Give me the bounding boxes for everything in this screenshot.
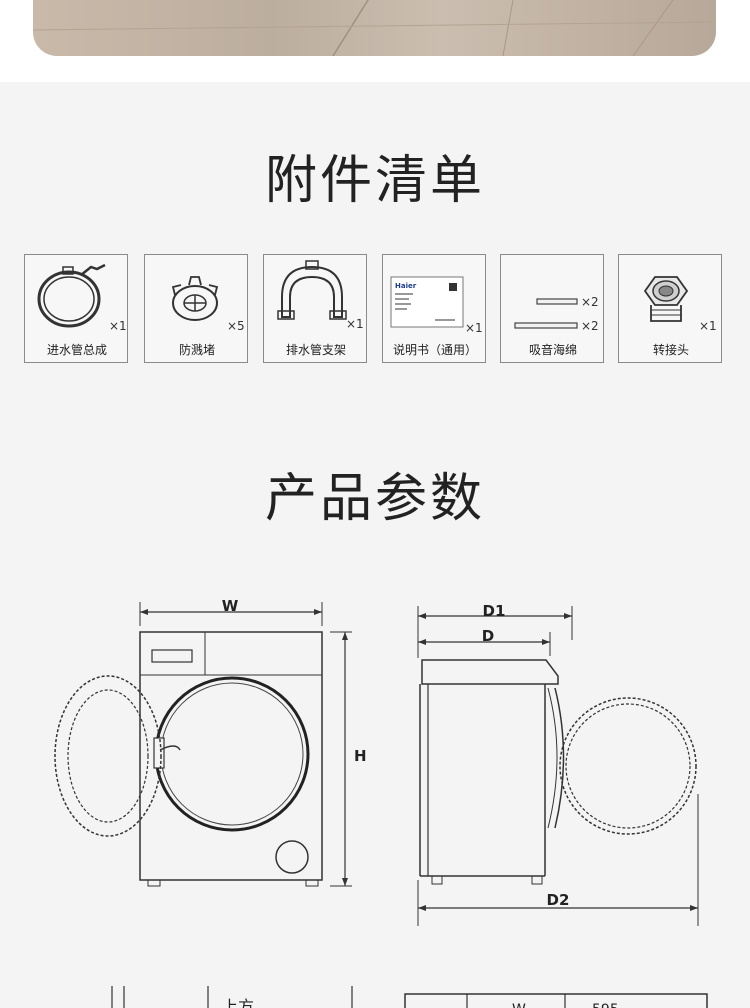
splash-plug-icon xyxy=(171,276,219,321)
depth-with-door-label: D1 xyxy=(483,602,506,620)
accessory-qty: ×1 xyxy=(465,321,483,335)
washer-front-body xyxy=(139,631,323,881)
accessory-card: ×1 排水管支架 xyxy=(263,254,367,363)
detergent-drawer xyxy=(151,649,193,663)
accessory-qty: ×2 xyxy=(581,295,599,309)
accessory-qty: ×5 xyxy=(227,319,245,333)
spec-table-value: 595 xyxy=(592,1002,619,1008)
top-photo-band xyxy=(0,0,750,82)
accessory-qty: ×2 xyxy=(581,319,599,333)
accessory-name: 转接头 xyxy=(652,343,689,357)
height-label: H xyxy=(354,747,367,765)
accessory-card: ×2 ×2 吸音海绵 xyxy=(500,254,604,363)
open-door-arc xyxy=(54,675,162,837)
accessory-card: ×1 进水管总成 xyxy=(24,254,128,363)
floor-photo xyxy=(33,0,716,56)
drain-bracket-icon xyxy=(277,260,347,320)
accessory-qty: ×1 xyxy=(109,319,127,333)
hose-icon xyxy=(37,263,106,328)
params-title: 产品参数 xyxy=(264,469,485,529)
manual-brand-logo: Haier xyxy=(395,282,417,290)
bottom-partial-diagram: 上方 W 595 xyxy=(111,986,708,1008)
sponge-strip-icon xyxy=(514,298,578,329)
door-ring xyxy=(154,676,310,832)
adapter-icon xyxy=(643,276,689,322)
side-door-profile xyxy=(554,687,565,829)
accessory-card: ×1 转接头 xyxy=(618,254,722,363)
front-view: W H xyxy=(54,597,367,887)
accessory-card: Haier ×1 说明书（通用） xyxy=(382,254,486,363)
front-partial-label: 上方 xyxy=(222,997,254,1008)
filter-cover xyxy=(275,840,309,874)
spec-table-top xyxy=(404,993,708,1008)
depth-label: D xyxy=(482,627,494,645)
side-open-door-arc xyxy=(559,697,697,835)
accessory-name: 进水管总成 xyxy=(46,343,107,357)
manual-icon: Haier xyxy=(390,276,464,328)
side-view: D1 D D2 xyxy=(417,602,699,926)
accessory-card: ×5 防溅堵 xyxy=(144,254,248,363)
accessory-qty: ×1 xyxy=(699,319,717,333)
door-handle xyxy=(153,737,165,769)
accessory-list: ×1 进水管总成 ×5 防溅堵 ×1 排水管支架 Haier xyxy=(24,254,726,366)
accessory-name: 防溅堵 xyxy=(178,343,215,357)
washer-top-panel xyxy=(421,659,559,685)
accessory-name: 排水管支架 xyxy=(285,343,346,357)
dimension-diagram: W H D1 D xyxy=(54,597,699,926)
accessory-qty: ×1 xyxy=(346,317,364,331)
depth-door-open-label: D2 xyxy=(547,891,570,909)
accessories-title: 附件清单 xyxy=(264,151,485,211)
spec-table-col: W xyxy=(512,1002,526,1008)
accessory-name: 吸音海绵 xyxy=(528,343,577,357)
width-label: W xyxy=(222,597,239,615)
accessory-name: 说明书（通用） xyxy=(392,343,477,357)
